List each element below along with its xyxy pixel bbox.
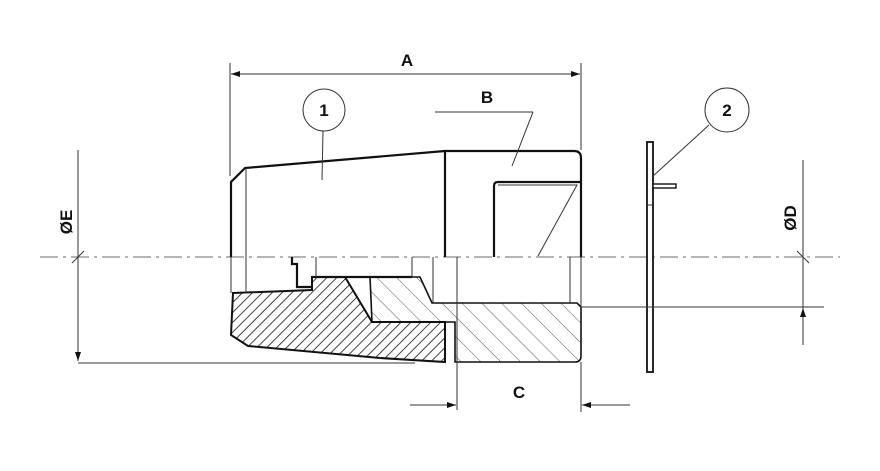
label-b-text: B xyxy=(481,88,493,107)
balloon-2: 2 xyxy=(651,87,750,178)
nut-section-hatch xyxy=(229,276,446,364)
balloon-2-label: 2 xyxy=(722,101,731,120)
nut-section xyxy=(229,257,582,410)
hex-flat xyxy=(492,180,581,257)
dimension-e: ØE xyxy=(57,150,415,364)
dimension-e-label: ØE xyxy=(57,210,76,235)
washer xyxy=(646,141,677,373)
label-b: B xyxy=(435,88,534,167)
washer-tab xyxy=(652,183,677,189)
dimension-a: A xyxy=(229,51,582,176)
body-section-hatch xyxy=(369,276,582,363)
dimension-a-label: A xyxy=(401,51,413,70)
balloon-1-label: 1 xyxy=(319,101,328,120)
balloon-1: 1 xyxy=(302,88,346,181)
dimension-d: ØD xyxy=(582,160,824,345)
nut-exterior-view xyxy=(229,149,583,257)
dimension-c: C xyxy=(410,362,630,412)
dimension-c-label: C xyxy=(513,383,525,402)
dimension-d-label: ØD xyxy=(781,205,800,231)
hex-triangle xyxy=(498,184,578,257)
